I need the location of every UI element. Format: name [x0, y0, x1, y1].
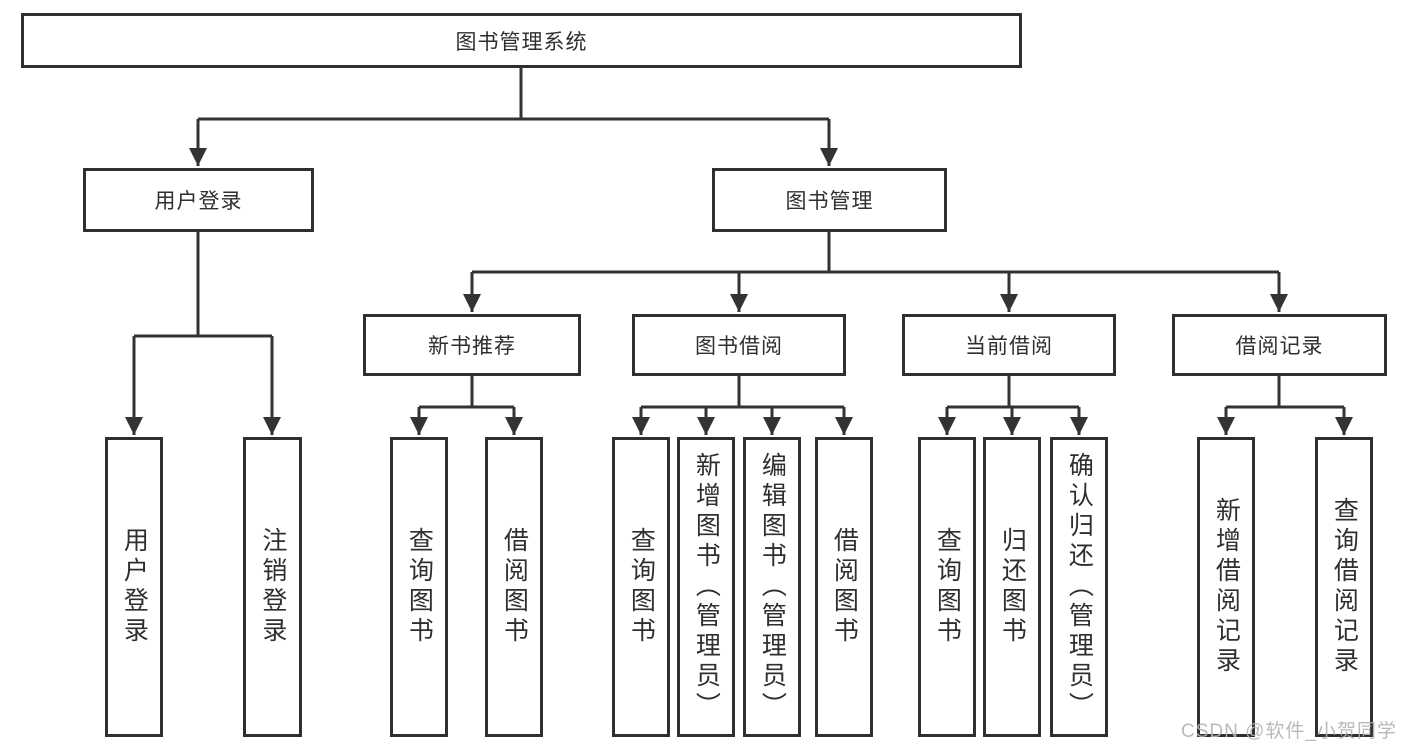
node-book-management-label: 图书管理 [785, 190, 874, 213]
node-root: 图书管理系统 [21, 13, 1022, 68]
node-new-book-recommend: 新书推荐 [363, 314, 581, 376]
leaf-borrow-add-admin: 新增图书（管理员） [677, 437, 735, 737]
node-borrow-records-label: 借阅记录 [1235, 335, 1324, 358]
leaf-current-return: 归还图书 [983, 437, 1041, 737]
node-current-borrow: 当前借阅 [902, 314, 1116, 376]
leaf-user-login: 用户登录 [105, 437, 163, 737]
node-borrow-records: 借阅记录 [1172, 314, 1387, 376]
leaf-current-confirm-admin-label: 确认归还（管理员） [1065, 452, 1094, 722]
leaf-current-confirm-admin: 确认归还（管理员） [1050, 437, 1108, 737]
node-current-borrow-label: 当前借阅 [965, 335, 1053, 358]
node-new-book-recommend-label: 新书推荐 [428, 335, 516, 358]
leaf-current-query-label: 查询图书 [933, 527, 962, 647]
leaf-current-return-label: 归还图书 [998, 527, 1027, 647]
leaf-newbooks-borrow-label: 借阅图书 [500, 527, 529, 647]
leaf-newbooks-query-label: 查询图书 [405, 527, 434, 647]
node-book-borrow-label: 图书借阅 [695, 335, 783, 358]
leaf-borrow-query-label: 查询图书 [627, 527, 656, 647]
leaf-newbooks-query: 查询图书 [390, 437, 448, 737]
leaf-record-add-label: 新增借阅记录 [1212, 497, 1241, 677]
leaf-record-query-label: 查询借阅记录 [1330, 497, 1359, 677]
leaf-logout-label: 注销登录 [258, 527, 287, 647]
node-user-login-label: 用户登录 [154, 190, 243, 213]
node-book-management: 图书管理 [712, 168, 947, 232]
leaf-borrow-book-label: 借阅图书 [830, 527, 859, 647]
leaf-record-query: 查询借阅记录 [1315, 437, 1373, 737]
leaf-logout: 注销登录 [243, 437, 302, 737]
leaf-record-add: 新增借阅记录 [1197, 437, 1255, 737]
leaf-newbooks-borrow: 借阅图书 [485, 437, 543, 737]
leaf-user-login-label: 用户登录 [120, 527, 149, 647]
leaf-current-query: 查询图书 [918, 437, 976, 737]
node-user-login: 用户登录 [83, 168, 314, 232]
leaf-borrow-add-admin-label: 新增图书（管理员） [692, 452, 721, 722]
leaf-borrow-book: 借阅图书 [815, 437, 873, 737]
node-root-label: 图书管理系统 [455, 30, 588, 54]
leaf-borrow-edit-admin-label: 编辑图书（管理员） [758, 452, 787, 722]
leaf-borrow-edit-admin: 编辑图书（管理员） [743, 437, 801, 737]
node-book-borrow: 图书借阅 [632, 314, 846, 376]
leaf-borrow-query: 查询图书 [612, 437, 670, 737]
csdn-watermark: CSDN @软件_小贺同学 [1181, 721, 1397, 742]
